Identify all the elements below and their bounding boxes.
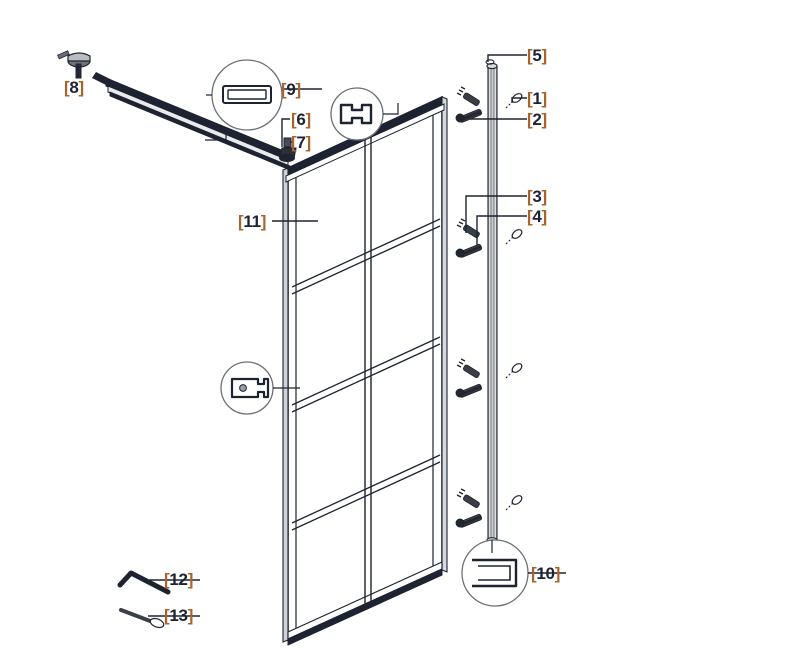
label-12-number: 12 <box>169 570 188 589</box>
label-12: [12] <box>164 570 194 589</box>
cap-screw-icon <box>505 229 523 245</box>
label-7-number: 7 <box>296 133 306 152</box>
label-8-number: 8 <box>69 78 79 97</box>
label-3: [3] <box>527 187 547 206</box>
leader-lines <box>77 54 566 617</box>
fastener-group-bottom <box>455 488 523 528</box>
screw-icon <box>455 243 483 258</box>
support-bar-arrow <box>92 72 112 86</box>
fastener-group-upper-mid <box>455 218 523 258</box>
screwdriver-tool-icon <box>119 608 165 629</box>
glass-panel <box>282 95 448 646</box>
label-4: [4] <box>527 207 547 226</box>
label-13: [13] <box>164 606 194 625</box>
label-5-number: 5 <box>532 46 542 65</box>
label-6-number: 6 <box>296 110 306 129</box>
wall-plug-icon <box>456 218 480 238</box>
label-10-number: 10 <box>536 564 555 583</box>
label-8: [8] <box>64 78 84 97</box>
plate-grub-screw <box>57 50 70 60</box>
label-3-number: 3 <box>532 187 542 206</box>
support-bar-wall-plate <box>67 52 91 79</box>
screw-icon <box>455 108 483 123</box>
cap-screw-icon <box>505 93 523 109</box>
detail-circle-wall-profile <box>461 539 529 607</box>
label-10: [10] <box>531 564 561 583</box>
label-1-number: 1 <box>532 89 542 108</box>
label-7: [7] <box>291 133 311 152</box>
support-bar <box>105 77 291 171</box>
label-9-number: 9 <box>286 80 296 99</box>
fastener-group-top <box>455 86 523 123</box>
label-2-number: 2 <box>532 110 542 129</box>
wall-plug-icon <box>456 358 480 378</box>
detail-circle-glazing-bar <box>330 87 399 141</box>
label-2: [2] <box>527 110 547 129</box>
wall-plug-icon <box>456 86 480 106</box>
wall-plug-icon <box>456 488 480 508</box>
label-5: [5] <box>527 46 547 65</box>
label-6: [6] <box>291 110 311 129</box>
allen-key-icon <box>117 570 171 595</box>
label-4-number: 4 <box>532 207 542 226</box>
screw-icon <box>455 383 483 398</box>
vertical-wall-profile <box>485 59 498 543</box>
detail-circle-support-bar <box>205 59 283 141</box>
label-9: [9] <box>281 80 301 99</box>
label-11: [11] <box>238 212 267 231</box>
detail-circle-frame <box>220 361 300 415</box>
label-1: [1] <box>527 89 547 108</box>
label-11-number: 11 <box>243 212 261 231</box>
fastener-group-lower-mid <box>455 358 523 398</box>
screw-icon <box>455 513 483 528</box>
label-13-number: 13 <box>169 606 188 625</box>
cap-screw-icon <box>505 363 523 379</box>
cap-screw-icon <box>505 495 523 511</box>
support-bar-bracket <box>279 137 297 162</box>
